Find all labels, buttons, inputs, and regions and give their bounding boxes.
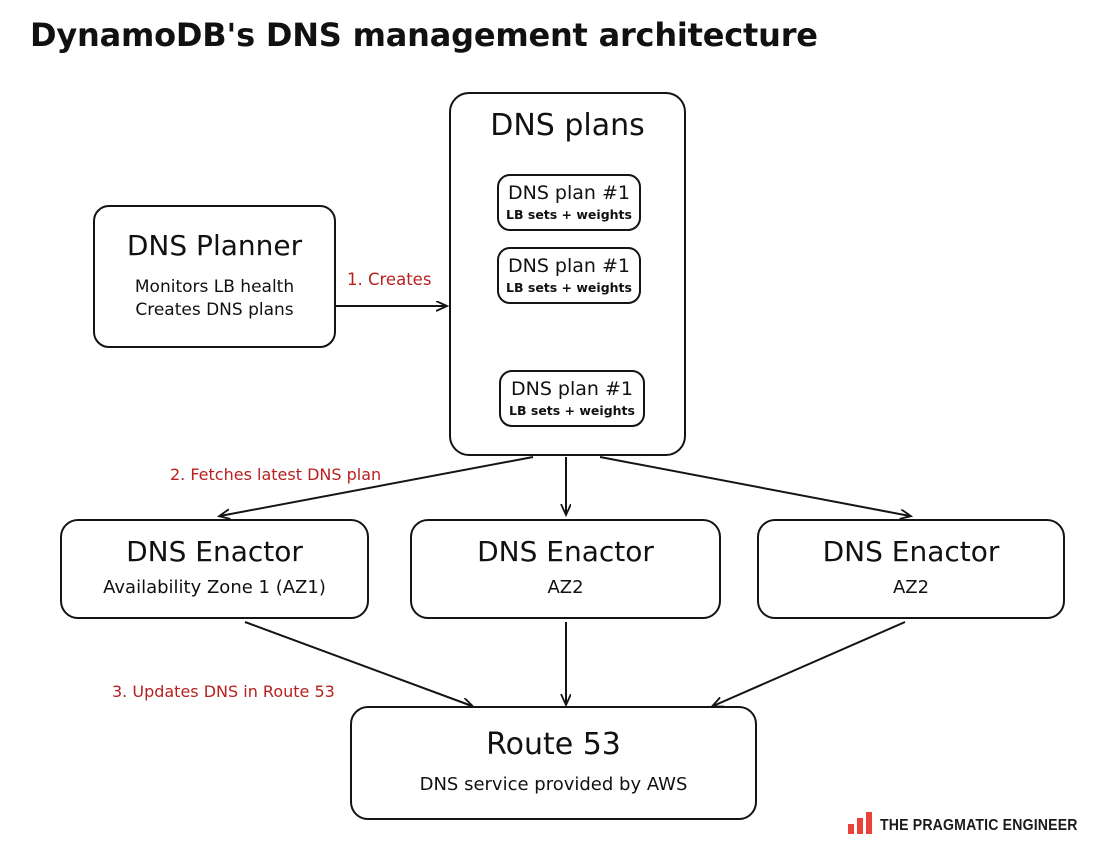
logo-text: THE PRAGMATIC ENGINEER	[880, 817, 1078, 834]
dns-plan-card-subtitle: LB sets + weights	[509, 402, 635, 418]
arrow-enactor-3-to-route53	[713, 621, 906, 706]
dns-plan-card[interactable]: DNS plan #1 LB sets + weights	[499, 370, 645, 427]
arrow-plans-to-enactor-3	[599, 456, 910, 516]
edge-label-creates: 1. Creates	[347, 270, 432, 289]
dns-enactor-title: DNS Enactor	[822, 535, 1000, 569]
edge-label-fetches-latest-dns-plan: 2. Fetches latest DNS plan	[170, 465, 382, 484]
dns-enactor-subtitle: Availability Zone 1 (AZ1)	[103, 577, 326, 599]
dns-enactor-subtitle: AZ2	[547, 577, 584, 599]
route-53-subtitle: DNS service provided by AWS	[419, 774, 688, 796]
dns-plan-card-subtitle: LB sets + weights	[506, 279, 632, 295]
dns-plans-title: DNS plans	[490, 108, 645, 143]
dns-plan-card[interactable]: DNS plan #1 LB sets + weights	[497, 247, 641, 304]
dns-plan-card[interactable]: DNS plan #1 LB sets + weights	[497, 174, 641, 231]
node-dns-enactor-az1[interactable]: DNS Enactor Availability Zone 1 (AZ1)	[60, 519, 369, 619]
node-dns-enactor-az2[interactable]: DNS Enactor AZ2	[410, 519, 721, 619]
node-dns-planner[interactable]: DNS Planner Monitors LB health Creates D…	[93, 205, 336, 348]
edge-label-updates-dns-in-route-53: 3. Updates DNS in Route 53	[112, 682, 335, 701]
dns-planner-title: DNS Planner	[126, 229, 303, 263]
dns-planner-subtitle-1: Monitors LB health	[134, 276, 295, 297]
dns-plan-card-subtitle: LB sets + weights	[506, 206, 632, 222]
dns-plan-card-title: DNS plan #1	[507, 255, 630, 278]
dns-enactor-subtitle: AZ2	[892, 577, 930, 599]
dns-enactor-title: DNS Enactor	[477, 535, 654, 569]
node-dns-plans[interactable]: DNS plans DNS plan #1 LB sets + weights …	[449, 92, 686, 456]
page-title: DynamoDB's DNS management architecture	[30, 16, 818, 54]
dns-plan-card-title: DNS plan #1	[507, 182, 630, 205]
pragmatic-engineer-logo: THE PRAGMATIC ENGINEER	[848, 812, 1100, 834]
dns-plan-card-title: DNS plan #1	[510, 378, 633, 401]
node-route-53[interactable]: Route 53 DNS service provided by AWS	[350, 706, 757, 820]
dns-enactor-title: DNS Enactor	[126, 535, 303, 569]
dns-planner-subtitle-2: Creates DNS plans	[135, 299, 294, 320]
route-53-title: Route 53	[486, 727, 621, 763]
node-dns-enactor-az3[interactable]: DNS Enactor AZ2	[757, 519, 1065, 619]
bar-chart-icon	[848, 812, 872, 834]
